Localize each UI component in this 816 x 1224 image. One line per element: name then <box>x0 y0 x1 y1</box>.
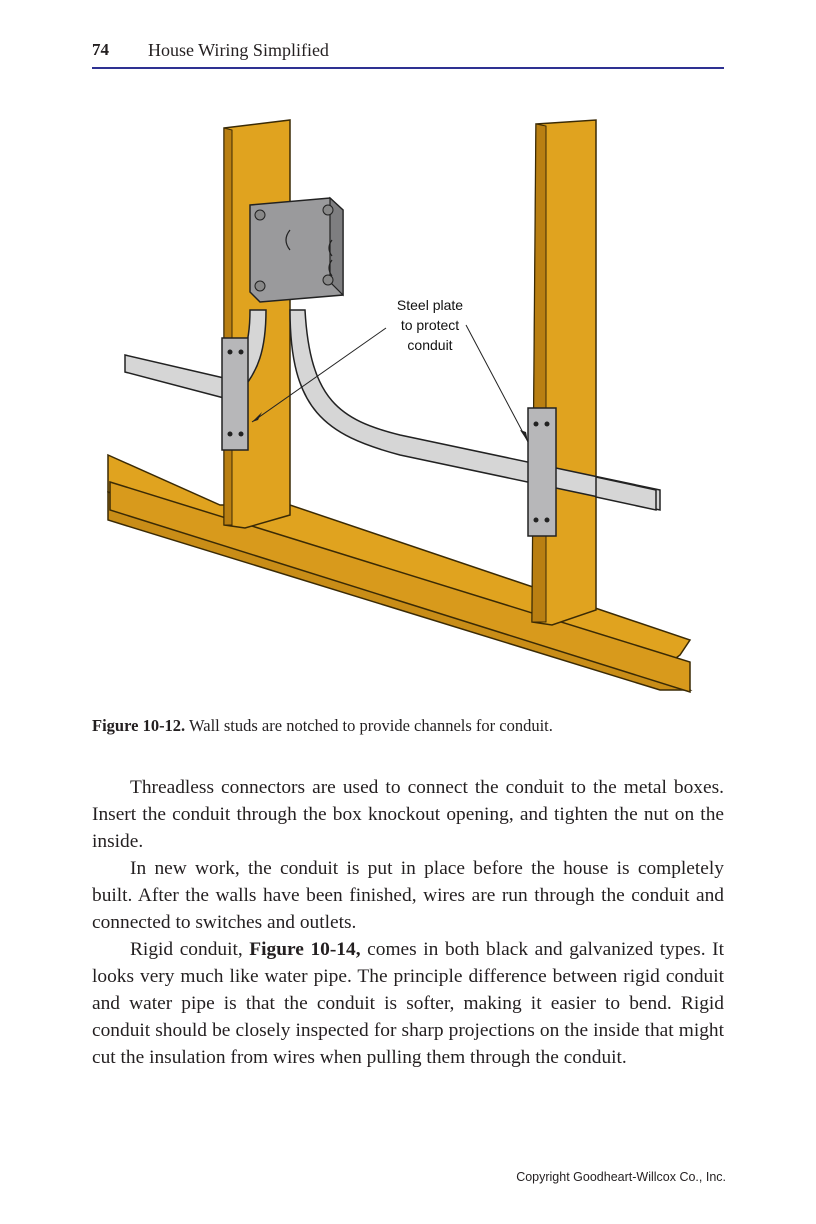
paragraph-3: Rigid conduit, Figure 10-14, comes in bo… <box>92 936 724 1071</box>
figure-reference: Figure 10-14, <box>249 939 361 960</box>
paragraph-3-rest: comes in both black and galvanized types… <box>92 939 724 1068</box>
callout-line-2: to protect <box>401 317 459 333</box>
paragraph-2: In new work, the conduit is put in place… <box>92 858 724 933</box>
page-header: 74 House Wiring Simplified <box>92 38 724 69</box>
page-number: 74 <box>92 40 109 59</box>
figure-caption: Figure 10-12. Wall studs are notched to … <box>92 716 732 736</box>
caption-text: Wall studs are notched to provide channe… <box>189 716 553 735</box>
bottom-plate-face <box>109 480 691 694</box>
conduit-left <box>124 354 225 399</box>
steel-plate-right <box>527 407 557 537</box>
paragraph-1: Threadless connectors are used to connec… <box>92 777 724 852</box>
callout-line-1: Steel plate <box>397 297 463 313</box>
callout-line-3: conduit <box>407 337 452 353</box>
paragraph-3-start: Rigid conduit, <box>130 939 250 960</box>
leader-left <box>251 327 387 423</box>
header-rule <box>92 67 724 69</box>
leader-right <box>465 324 529 443</box>
right-stud-side <box>531 123 547 623</box>
running-title: House Wiring Simplified <box>148 40 329 60</box>
body-text: Threadless connectors are used to connec… <box>92 774 724 1071</box>
copyright-notice: Copyright Goodheart-Willcox Co., Inc. <box>516 1170 726 1184</box>
caption-label: Figure 10-12. <box>92 716 186 735</box>
figure-wall-studs: Steel plate to protect conduit <box>100 110 710 700</box>
figure-illustration: Steel plate to protect conduit <box>107 119 693 694</box>
left-stud-side <box>223 127 233 526</box>
steel-plate-left <box>221 337 249 451</box>
conduit-right <box>595 476 657 511</box>
